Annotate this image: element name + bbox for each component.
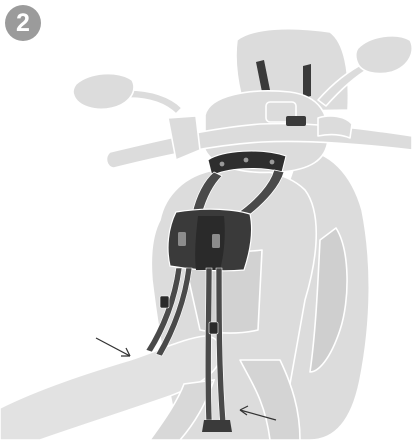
left-mirror	[73, 74, 134, 110]
step-number-badge: 2	[5, 5, 41, 41]
left-mirror-stem	[128, 90, 182, 114]
windscreen-grip-right	[303, 64, 311, 98]
strap-buckle-right	[209, 322, 218, 334]
arrow-left-icon	[96, 338, 130, 356]
plate-screw-mid	[244, 158, 249, 163]
step-number-text: 2	[16, 11, 30, 36]
console-switch	[286, 116, 306, 126]
strap-buckle-left	[160, 296, 169, 308]
harness-base-center	[195, 216, 225, 270]
lower-strap-right-outer	[205, 268, 212, 420]
right-mirror	[356, 36, 413, 74]
plate-screw-left	[220, 162, 225, 167]
plate-screw-right	[270, 160, 275, 165]
rider-leg-shape	[0, 336, 221, 440]
right-switch-housing	[318, 116, 352, 138]
strap-end-right	[202, 420, 232, 432]
buckle-right	[212, 234, 220, 248]
buckle-left	[178, 232, 186, 246]
